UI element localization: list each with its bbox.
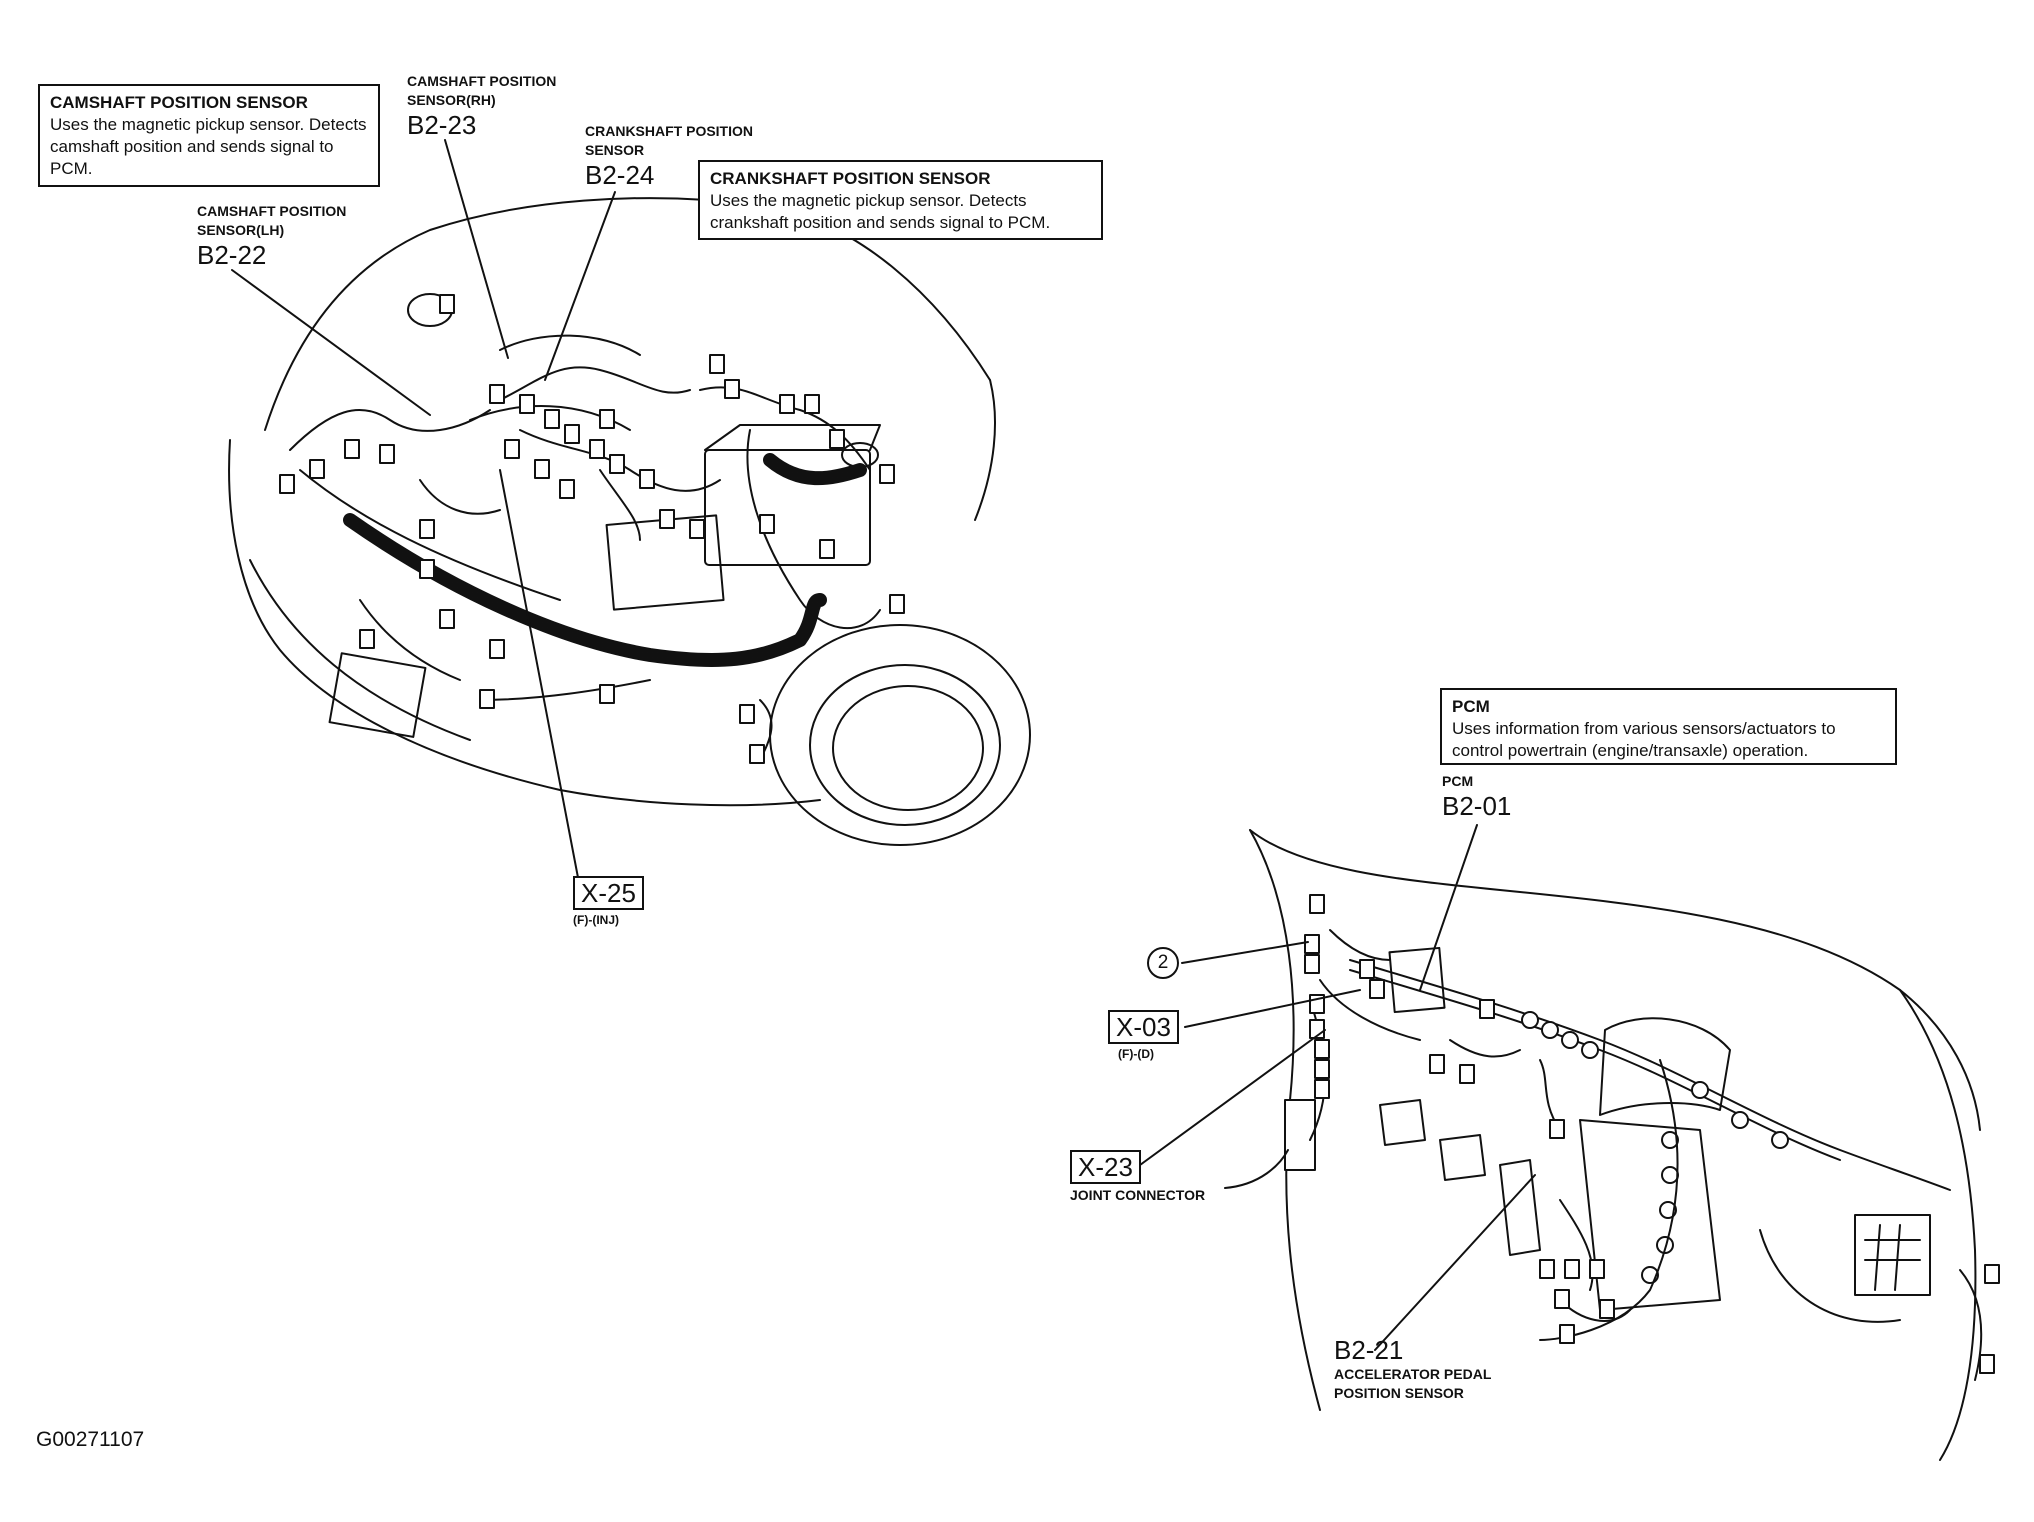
callout-x-25-code: X-25 (573, 876, 644, 910)
joint-connector-block (1284, 1099, 1316, 1171)
callout-x-25: X-25 (F)-(INJ) (573, 876, 644, 928)
leader-x-23 (1139, 1029, 1326, 1166)
fender-line (974, 379, 996, 521)
callout-b2-21: B2-21 ACCELERATOR PEDAL POSITION SENSOR (1334, 1335, 1491, 1403)
engine-compartment-drawing (228, 197, 1031, 846)
leader-b2-23 (444, 139, 509, 359)
callout-crankshaft-name1: CRANKSHAFT POSITION (585, 123, 753, 139)
callout-x-25-sub: (F)-(INJ) (573, 913, 619, 927)
callout-crankshaft-code: B2-24 (585, 160, 655, 190)
clutch-pedal (1439, 1134, 1486, 1181)
crankshaft-sensor-infobox: CRANKSHAFT POSITION SENSOR Uses the magn… (698, 160, 1103, 240)
callout-b2-21-name2: POSITION SENSOR (1334, 1385, 1464, 1401)
instrument-cluster-hood (1599, 1017, 1731, 1116)
crankshaft-infobox-text: Uses the magnetic pickup sensor. Detects… (710, 191, 1051, 232)
callout-camshaft-rh-name1: CAMSHAFT POSITION (407, 73, 557, 89)
a-pillar-right (1899, 989, 1977, 1461)
front-wheel (809, 664, 1001, 826)
camshaft-infobox-title: CAMSHAFT POSITION SENSOR (50, 93, 308, 112)
leader-x-25 (499, 469, 581, 889)
dash-connectors (1304, 894, 2000, 1374)
pcm-infobox-title: PCM (1452, 697, 1490, 716)
brake-pedal (1379, 1099, 1426, 1146)
camshaft-infobox-text: Uses the magnetic pickup sensor. Detects… (50, 115, 367, 178)
camshaft-sensor-infobox: CAMSHAFT POSITION SENSOR Uses the magnet… (38, 84, 380, 187)
bumper-lower (249, 559, 471, 741)
engine-connectors (279, 294, 905, 764)
license-plate (328, 652, 427, 738)
front-wheel-hub (832, 685, 984, 811)
glove-box (1854, 1214, 1931, 1296)
battery (704, 449, 871, 566)
callout-camshaft-lh-name1: CAMSHAFT POSITION (197, 203, 347, 219)
front-wheel-arch (769, 624, 1031, 846)
dash-main-harness (1349, 959, 1951, 1191)
leader-b2-24 (544, 191, 616, 381)
callout-b2-21-name1: ACCELERATOR PEDAL (1334, 1366, 1492, 1382)
leader-b2-22 (231, 269, 431, 416)
grille-line (299, 469, 561, 601)
leader-x-03 (1184, 989, 1361, 1028)
callout-x-03-code: X-03 (1108, 1010, 1179, 1044)
leader-b2-21 (1374, 1174, 1536, 1351)
callout-camshaft-lh-code: B2-22 (197, 240, 267, 270)
crankshaft-infobox-title: CRANKSHAFT POSITION SENSOR (710, 169, 991, 188)
harness-clips (1521, 1011, 1789, 1284)
leader-x-23-tail (1224, 1149, 1289, 1189)
callout-pcm-code: B2-01 (1442, 791, 1512, 821)
callout-camshaft-lh: CAMSHAFT POSITION SENSOR(LH) B2-22 (197, 202, 346, 270)
callout-camshaft-lh-name2: SENSOR(LH) (197, 222, 285, 238)
callout-camshaft-rh-code: B2-23 (407, 110, 477, 140)
callout-crankshaft: CRANKSHAFT POSITION SENSOR B2-24 (585, 122, 753, 190)
dashboard-top-contour (1249, 829, 1981, 1131)
hood-outline (264, 197, 991, 431)
callout-circle-2: 2 (1147, 947, 1179, 979)
callout-pcm-name: PCM (1442, 773, 1474, 789)
leader-circle-2 (1181, 941, 1309, 964)
dashboard-drawing (1249, 829, 2000, 1461)
callout-crankshaft-name2: SENSOR (585, 142, 645, 158)
figure-id: G00271107 (36, 1428, 145, 1451)
callout-pcm: PCM B2-01 (1442, 772, 1511, 821)
callout-x-23-sub: JOINT CONNECTOR (1070, 1187, 1206, 1203)
callout-camshaft-rh-name2: SENSOR(RH) (407, 92, 496, 108)
center-console (1579, 1119, 1721, 1311)
callout-x-03-sub: (F)-(D) (1118, 1047, 1154, 1061)
callout-b2-21-code: B2-21 (1334, 1335, 1404, 1365)
accelerator-pedal (1499, 1159, 1541, 1256)
callout-camshaft-rh: CAMSHAFT POSITION SENSOR(RH) B2-23 (407, 72, 556, 140)
leader-b2-01 (1419, 824, 1478, 991)
callout-x-23: X-23 JOINT CONNECTOR (1070, 1150, 1206, 1205)
callout-x-23-code: X-23 (1070, 1150, 1141, 1184)
pcm-infobox-text: Uses information from various sensors/ac… (1452, 719, 1836, 760)
leader-lines (231, 139, 1536, 1351)
callout-x-03: X-03 (F)-(D) (1108, 1010, 1179, 1062)
pcm-infobox: PCM Uses information from various sensor… (1440, 688, 1897, 765)
